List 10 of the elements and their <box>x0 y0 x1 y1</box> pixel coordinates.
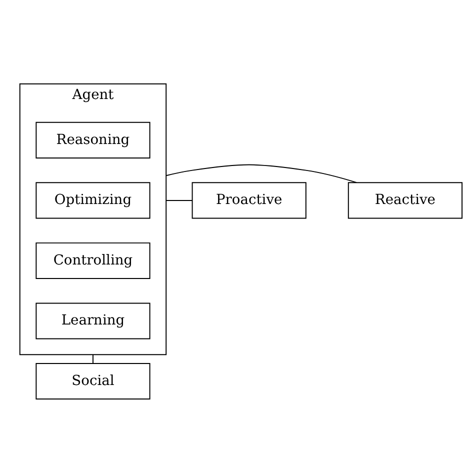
node-box: Controlling <box>36 242 150 278</box>
connector <box>92 354 94 364</box>
node-box: Reactive <box>348 182 463 218</box>
node-box: Reasoning <box>36 121 150 158</box>
node-box: Learning <box>36 302 150 339</box>
node-box: Optimizing <box>36 182 150 218</box>
node-box: Social <box>36 362 150 400</box>
connector <box>166 199 193 200</box>
connector <box>166 164 358 183</box>
node-box: Proactive <box>192 182 306 218</box>
